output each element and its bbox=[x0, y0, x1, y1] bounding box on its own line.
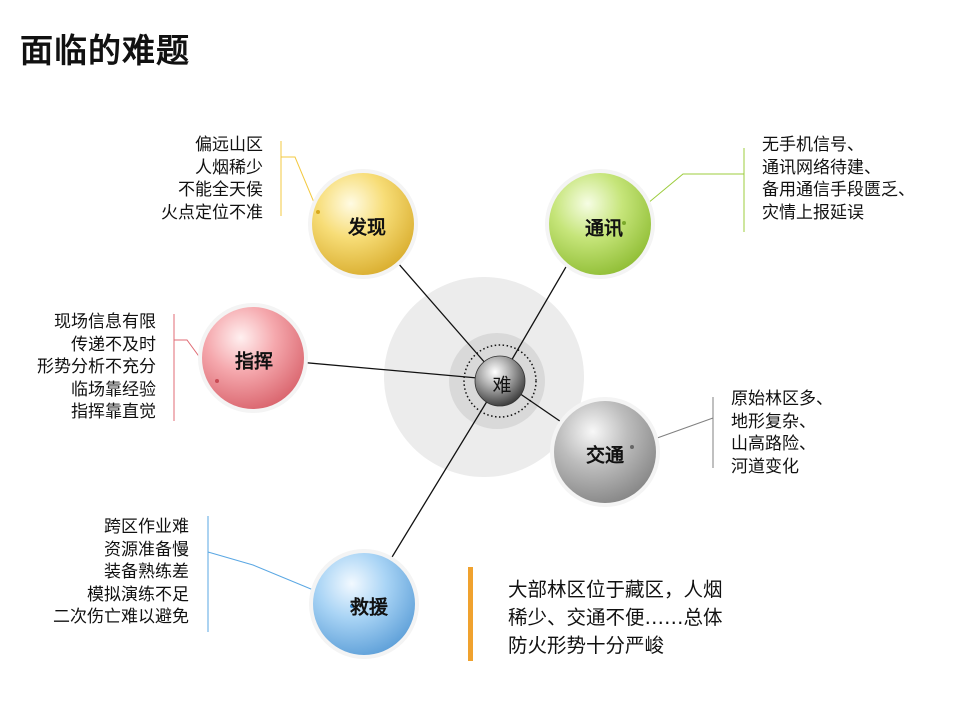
callout-tongxun-line: 无手机信号、 bbox=[762, 135, 864, 155]
node-faxian bbox=[312, 173, 414, 275]
node-label-jiaotong: 交通 bbox=[585, 444, 625, 467]
callout-faxian-line: 人烟稀少 bbox=[195, 157, 263, 178]
callout-tongxun-line: 通讯网络待建、 bbox=[762, 157, 881, 178]
callout-jiuyuan-line: 模拟演练不足 bbox=[87, 584, 189, 605]
hub-dotted-ring bbox=[463, 344, 537, 418]
callout-jiuyuan-line: 二次伤亡难以避免 bbox=[53, 607, 189, 627]
callout-jiuyuan-line: 装备熟练差 bbox=[104, 562, 189, 582]
callout-jiaotong-line: 地形复杂、 bbox=[731, 411, 816, 432]
callout-jiaotong-line: 原始林区多、 bbox=[731, 389, 833, 409]
callout-zhihui-line: 指挥靠直觉 bbox=[71, 402, 156, 422]
node-zhihui bbox=[202, 307, 304, 409]
hub-label: 难 bbox=[492, 374, 512, 397]
summary-line: 稀少、交通不便……总体 bbox=[508, 606, 723, 629]
callout-zhihui-line: 现场信息有限 bbox=[54, 312, 156, 332]
node-jiuyuan bbox=[313, 553, 415, 655]
callout-jiaotong-line: 山高路险、 bbox=[731, 434, 816, 454]
callout-dot-tongxun bbox=[622, 221, 626, 225]
summary-text: 大部林区位于藏区，人烟 稀少、交通不便……总体 防火形势十分严峻 bbox=[508, 576, 758, 660]
callout-faxian-line: 不能全天侯 bbox=[178, 180, 263, 200]
node-jiaotong bbox=[554, 401, 656, 503]
hub-sphere bbox=[474, 355, 526, 407]
callout-zhihui: 现场信息有限 传递不及时 形势分析不充分 临场靠经验 指挥靠直觉 bbox=[37, 311, 156, 424]
node-label-faxian: 发现 bbox=[347, 216, 387, 239]
callout-dot-faxian bbox=[316, 210, 320, 214]
callout-dot-jiaotong bbox=[630, 445, 634, 449]
summary-accent-bar bbox=[468, 567, 473, 661]
node-label-jiuyuan: 救援 bbox=[349, 596, 389, 619]
callout-jiaotong: 原始林区多、 地形复杂、 山高路险、 河道变化 bbox=[731, 388, 833, 478]
node-label-zhihui: 指挥 bbox=[234, 350, 274, 373]
callout-faxian-line: 偏远山区 bbox=[195, 135, 263, 155]
callout-tongxun: 无手机信号、 通讯网络待建、 备用通信手段匮乏、 灾情上报延误 bbox=[762, 134, 915, 224]
callout-jiuyuan-line: 资源准备慢 bbox=[104, 539, 189, 560]
callout-jiuyuan-line: 跨区作业难 bbox=[104, 517, 189, 537]
node-label-tongxun: 通讯 bbox=[584, 217, 624, 240]
node-tongxun bbox=[549, 173, 651, 275]
callout-dot-jiuyuan bbox=[350, 604, 354, 608]
callout-dot-zhihui bbox=[215, 379, 219, 383]
callout-zhihui-line: 临场靠经验 bbox=[71, 379, 156, 400]
callout-zhihui-line: 形势分析不充分 bbox=[37, 357, 156, 377]
callout-zhihui-line: 传递不及时 bbox=[71, 334, 156, 355]
callout-line-faxian bbox=[281, 156, 319, 213]
callout-jiaotong-line: 河道变化 bbox=[731, 456, 799, 477]
callout-tongxun-line: 灾情上报延误 bbox=[762, 202, 864, 223]
summary-line: 大部林区位于藏区，人烟 bbox=[508, 578, 723, 601]
callout-jiuyuan: 跨区作业难 资源准备慢 装备熟练差 模拟演练不足 二次伤亡难以避免 bbox=[53, 516, 189, 629]
callout-faxian: 偏远山区 人烟稀少 不能全天侯 火点定位不准 bbox=[161, 134, 263, 224]
callout-tongxun-line: 备用通信手段匮乏、 bbox=[762, 180, 915, 200]
page-title: 面临的难题 bbox=[20, 31, 190, 70]
callout-faxian-line: 火点定位不准 bbox=[161, 202, 263, 223]
summary-line: 防火形势十分严峻 bbox=[508, 634, 665, 657]
